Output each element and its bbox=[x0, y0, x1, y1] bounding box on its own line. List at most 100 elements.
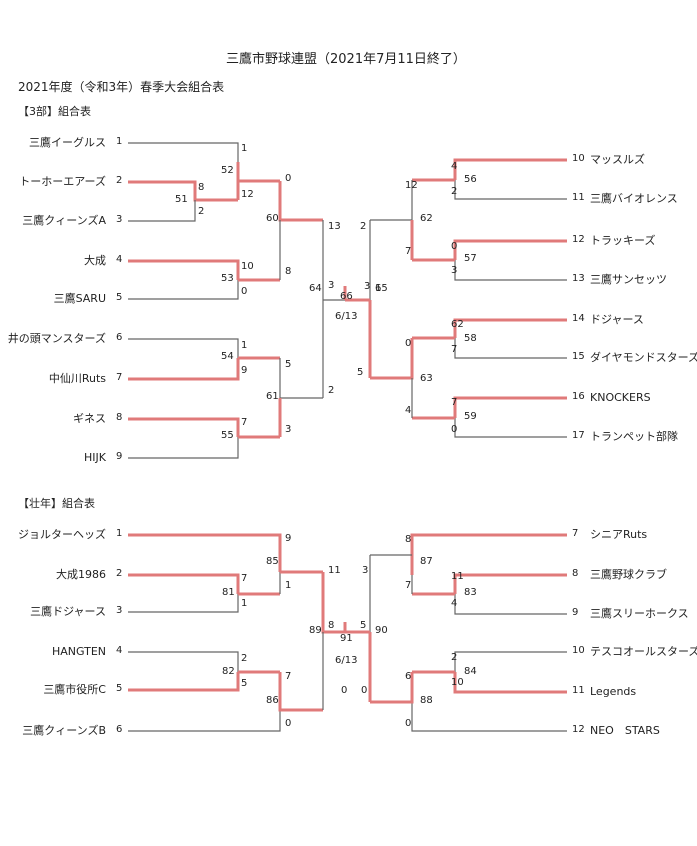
bracket-line bbox=[128, 594, 239, 613]
score: 0 bbox=[241, 286, 248, 297]
team-number: 3 bbox=[116, 605, 123, 616]
bracket-line bbox=[370, 672, 414, 704]
team-name: 三鷹クィーンズB bbox=[22, 723, 106, 737]
team-name: トーホーエアーズ bbox=[19, 174, 106, 188]
bracket-line bbox=[454, 651, 567, 672]
game-number: 84 bbox=[464, 666, 477, 677]
bracket-line bbox=[411, 690, 567, 732]
score: 7 bbox=[241, 417, 248, 428]
team-number: 4 bbox=[116, 254, 123, 265]
bracket-line bbox=[128, 280, 239, 300]
score: 0 bbox=[451, 424, 458, 435]
bracket-line bbox=[128, 142, 239, 162]
team-number: 2 bbox=[116, 175, 123, 186]
team-name: シニアRuts bbox=[590, 527, 648, 541]
team-name: 中仙川Ruts bbox=[48, 371, 106, 385]
score: 7 bbox=[451, 397, 458, 408]
score: 0 bbox=[361, 685, 368, 696]
team-number: 16 bbox=[572, 391, 585, 402]
team-number: 12 bbox=[572, 724, 585, 735]
bracket-line bbox=[128, 437, 239, 459]
team-name: 大成 bbox=[84, 253, 106, 267]
game-number: 90 bbox=[375, 625, 388, 636]
game-number: 54 bbox=[221, 351, 234, 362]
score: 5 bbox=[285, 359, 292, 370]
bracket-line bbox=[128, 533, 282, 572]
team-name: マッスルズ bbox=[590, 152, 645, 166]
game-number: 88 bbox=[420, 695, 433, 706]
game-number: 83 bbox=[464, 587, 477, 598]
team-name: テスコオールスターズ bbox=[590, 644, 697, 658]
score: 10 bbox=[451, 677, 464, 688]
team-name: KNOCKERS bbox=[590, 390, 651, 404]
score: 8 bbox=[285, 266, 292, 277]
score: 0 bbox=[405, 338, 412, 349]
score: 9 bbox=[285, 533, 292, 544]
game-number: 89 bbox=[309, 625, 322, 636]
team-number: 3 bbox=[116, 214, 123, 225]
game-number: 51 bbox=[175, 194, 188, 205]
score: 8 bbox=[198, 182, 205, 193]
score: 2 bbox=[451, 186, 458, 197]
game-number: 59 bbox=[464, 411, 477, 422]
team-name: HIJK bbox=[84, 450, 106, 464]
game-number: 62 bbox=[420, 213, 433, 224]
score: 2 bbox=[360, 221, 367, 232]
score: 1 bbox=[241, 143, 248, 154]
score: 9 bbox=[241, 365, 248, 376]
team-number: 10 bbox=[572, 645, 585, 656]
score: 5 bbox=[360, 620, 367, 631]
score: 10 bbox=[241, 261, 254, 272]
team-number: 11 bbox=[572, 685, 585, 696]
score: 1 bbox=[241, 598, 248, 609]
section-label-div3: 【3部】組合表 bbox=[18, 105, 91, 118]
team-name: 三鷹イーグルス bbox=[29, 135, 106, 149]
game-number: 61 bbox=[266, 391, 279, 402]
score: 1 bbox=[375, 283, 382, 294]
score: 12 bbox=[405, 180, 418, 191]
game-number: 58 bbox=[464, 333, 477, 344]
game-number: 85 bbox=[266, 556, 279, 567]
team-number: 13 bbox=[572, 273, 585, 284]
score: 2 bbox=[328, 385, 335, 396]
score: 8 bbox=[405, 534, 412, 545]
bracket-line bbox=[128, 651, 239, 672]
score: 0 bbox=[285, 718, 292, 729]
team-number: 11 bbox=[572, 192, 585, 203]
bracket-line bbox=[278, 672, 323, 712]
team-name: 三鷹クィーンズA bbox=[22, 213, 106, 227]
score: 2 bbox=[198, 206, 205, 217]
score: 8 bbox=[328, 620, 335, 631]
team-name: 大成1986 bbox=[56, 567, 106, 581]
team-number: 12 bbox=[572, 234, 585, 245]
bracket-line bbox=[278, 181, 323, 222]
team-name: 三鷹スリーホークス bbox=[590, 606, 689, 620]
bracket-line bbox=[410, 533, 567, 575]
score: 7 bbox=[285, 671, 292, 682]
team-name: 三鷹市役所C bbox=[43, 682, 106, 696]
score: 4 bbox=[405, 405, 412, 416]
score: 0 bbox=[285, 173, 292, 184]
team-number: 2 bbox=[116, 568, 123, 579]
bracket-line bbox=[453, 573, 567, 594]
page-subtitle: 2021年度（令和3年）春季大会組合表 bbox=[18, 80, 225, 94]
game-number: 86 bbox=[266, 695, 279, 706]
game-number: 87 bbox=[420, 556, 433, 567]
team-number: 8 bbox=[572, 568, 579, 579]
score: 2 bbox=[451, 652, 458, 663]
game-number: 82 bbox=[222, 666, 235, 677]
team-name: ダイヤモンドスターズ bbox=[590, 350, 697, 364]
game-number: 55 bbox=[221, 430, 234, 441]
game-number: 53 bbox=[221, 273, 234, 284]
team-number: 1 bbox=[116, 528, 123, 539]
team-name: トランペット部隊 bbox=[590, 429, 678, 443]
section-label-senior: 【壮年】組合表 bbox=[18, 497, 95, 510]
score: 11 bbox=[328, 565, 341, 576]
score: 2 bbox=[241, 653, 248, 664]
bracket-line bbox=[128, 180, 238, 202]
team-name: 三鷹野球クラブ bbox=[590, 567, 667, 581]
team-name: 三鷹バイオレンス bbox=[590, 191, 678, 205]
team-name: ジョルターヘッズ bbox=[18, 527, 106, 541]
score: 3 bbox=[362, 565, 369, 576]
bracket-line bbox=[453, 396, 567, 418]
